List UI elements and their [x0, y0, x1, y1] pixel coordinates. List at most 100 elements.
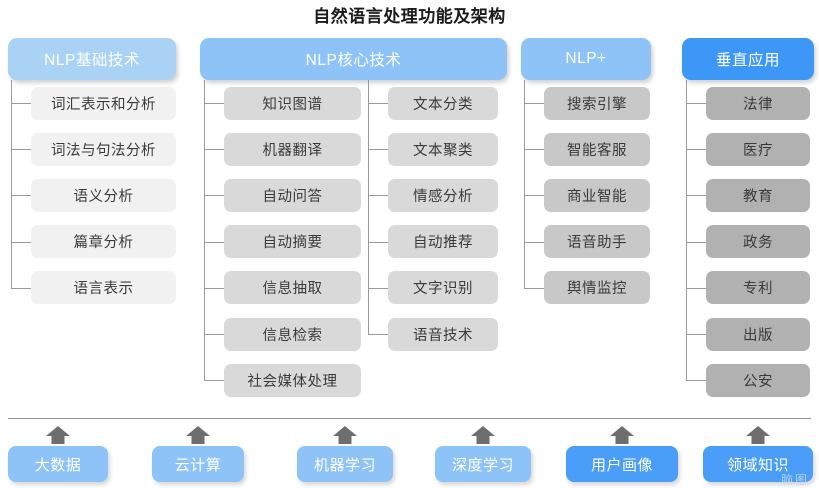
tree-connector [686, 334, 706, 335]
leaf-label: 政务 [743, 235, 773, 252]
header-nlp-basic[interactable]: NLP基础技术 [8, 38, 176, 80]
header-nlp-core[interactable]: NLP核心技术 [200, 38, 507, 80]
leaf-nlp-core-left-2[interactable]: 机器翻译 [224, 132, 361, 166]
leaf-nlp-basic-2[interactable]: 词法与句法分析 [31, 132, 176, 166]
foundation-label: 机器学习 [313, 456, 376, 474]
leaf-label: 教育 [743, 188, 773, 205]
tree-connector [11, 241, 31, 243]
leaf-label: 情感分析 [413, 188, 473, 205]
header-label: NLP+ [565, 50, 607, 67]
tree-connector [204, 287, 224, 289]
leaf-label: 文本聚类 [413, 142, 473, 159]
leaf-label: 语音技术 [413, 327, 473, 344]
tree-connector [368, 195, 388, 197]
leaf-nlp-core-left-1[interactable]: 知识图谱 [224, 86, 361, 120]
leaf-label: 语言表示 [73, 281, 134, 298]
watermark-text: 脑图 [780, 473, 809, 487]
leaf-label: 自动摘要 [262, 235, 323, 252]
tree-connector [686, 149, 706, 151]
tree-connector [204, 149, 224, 151]
leaf-vertical-apps-2[interactable]: 医疗 [706, 132, 810, 166]
leaf-label: 自动问答 [262, 188, 323, 205]
header-vertical-apps[interactable]: 垂直应用 [682, 38, 814, 80]
leaf-vertical-apps-5[interactable]: 专利 [706, 271, 810, 305]
leaf-nlp-core-left-4[interactable]: 自动摘要 [224, 225, 361, 259]
leaf-label: 机器翻译 [262, 142, 323, 159]
tree-connector [524, 287, 544, 289]
foundation-item-1[interactable]: 大数据 [8, 446, 108, 482]
tree-connector [204, 334, 224, 335]
up-arrow-icon [745, 425, 771, 445]
leaf-label: 专利 [743, 281, 773, 298]
tree-connector [204, 241, 224, 243]
leaf-nlp-plus-4[interactable]: 语音助手 [544, 225, 650, 259]
leaf-label: 词汇表示和分析 [51, 96, 156, 113]
tree-connector [686, 103, 706, 104]
tree-trunk-nlp-basic [11, 80, 12, 288]
leaf-nlp-plus-1[interactable]: 搜索引擎 [544, 86, 650, 120]
leaf-vertical-apps-7[interactable]: 公安 [706, 363, 810, 397]
leaf-nlp-core-right-1[interactable]: 文本分类 [388, 86, 498, 120]
foundation-item-6[interactable]: 领域知识 [703, 446, 813, 482]
leaf-label: 社会媒体处理 [247, 373, 338, 390]
leaf-label: 语义分析 [73, 188, 134, 205]
leaf-label: 文字识别 [413, 281, 473, 298]
leaf-label: 舆情监控 [567, 281, 627, 298]
leaf-nlp-plus-2[interactable]: 智能客服 [544, 132, 650, 166]
foundation-item-3[interactable]: 机器学习 [297, 446, 393, 482]
tree-connector [524, 103, 544, 104]
header-nlp-plus[interactable]: NLP+ [521, 38, 651, 80]
leaf-label: 出版 [743, 327, 773, 344]
foundation-item-5[interactable]: 用户画像 [566, 446, 678, 482]
foundation-item-2[interactable]: 云计算 [152, 446, 244, 482]
leaf-nlp-core-right-2[interactable]: 文本聚类 [388, 132, 498, 166]
tree-trunk-nlp-plus [524, 80, 525, 288]
tree-connector [204, 103, 224, 104]
leaf-label: 篇章分析 [73, 235, 134, 252]
leaf-nlp-basic-3[interactable]: 语义分析 [31, 178, 176, 212]
tree-connector [204, 380, 224, 382]
tree-connector [686, 241, 706, 243]
header-label: NLP基础技术 [44, 52, 140, 69]
header-label: NLP核心技术 [305, 52, 402, 69]
header-label: 垂直应用 [715, 52, 780, 69]
leaf-nlp-core-right-3[interactable]: 情感分析 [388, 178, 498, 212]
tree-connector [368, 149, 388, 151]
leaf-nlp-core-left-6[interactable]: 信息检索 [224, 317, 361, 351]
leaf-label: 自动推荐 [413, 235, 473, 252]
leaf-nlp-plus-3[interactable]: 商业智能 [544, 178, 650, 212]
tree-connector [204, 195, 224, 197]
tree-trunk-nlp-core-right [368, 80, 369, 334]
leaf-vertical-apps-3[interactable]: 教育 [706, 178, 810, 212]
leaf-label: 智能客服 [567, 142, 627, 159]
leaf-label: 公安 [743, 373, 773, 390]
leaf-label: 法律 [743, 96, 773, 113]
leaf-nlp-core-right-5[interactable]: 文字识别 [388, 271, 498, 305]
leaf-vertical-apps-6[interactable]: 出版 [706, 317, 810, 351]
leaf-vertical-apps-1[interactable]: 法律 [706, 86, 810, 120]
tree-connector [524, 241, 544, 243]
leaf-nlp-basic-1[interactable]: 词汇表示和分析 [31, 86, 176, 120]
up-arrow-icon [470, 425, 496, 445]
leaf-nlp-core-left-3[interactable]: 自动问答 [224, 178, 361, 212]
leaf-nlp-basic-4[interactable]: 篇章分析 [31, 225, 176, 259]
leaf-nlp-core-left-7[interactable]: 社会媒体处理 [224, 363, 361, 397]
tree-connector [686, 380, 706, 382]
tree-connector [11, 195, 31, 197]
leaf-nlp-core-left-5[interactable]: 信息抽取 [224, 271, 361, 305]
foundation-label: 领域知识 [726, 456, 789, 474]
foundation-label: 深度学习 [451, 456, 514, 474]
tree-connector [11, 149, 31, 151]
foundation-divider [8, 418, 811, 419]
leaf-nlp-core-right-6[interactable]: 语音技术 [388, 317, 498, 351]
leaf-nlp-basic-5[interactable]: 语言表示 [31, 271, 176, 305]
leaf-nlp-plus-5[interactable]: 舆情监控 [544, 271, 650, 305]
tree-connector [368, 241, 388, 243]
foundation-label: 云计算 [174, 456, 222, 474]
leaf-vertical-apps-4[interactable]: 政务 [706, 225, 810, 259]
leaf-label: 词法与句法分析 [51, 142, 156, 159]
leaf-nlp-core-right-4[interactable]: 自动推荐 [388, 225, 498, 259]
foundation-item-4[interactable]: 深度学习 [435, 446, 531, 482]
leaf-label: 信息检索 [262, 327, 323, 344]
up-arrow-icon [45, 425, 71, 445]
